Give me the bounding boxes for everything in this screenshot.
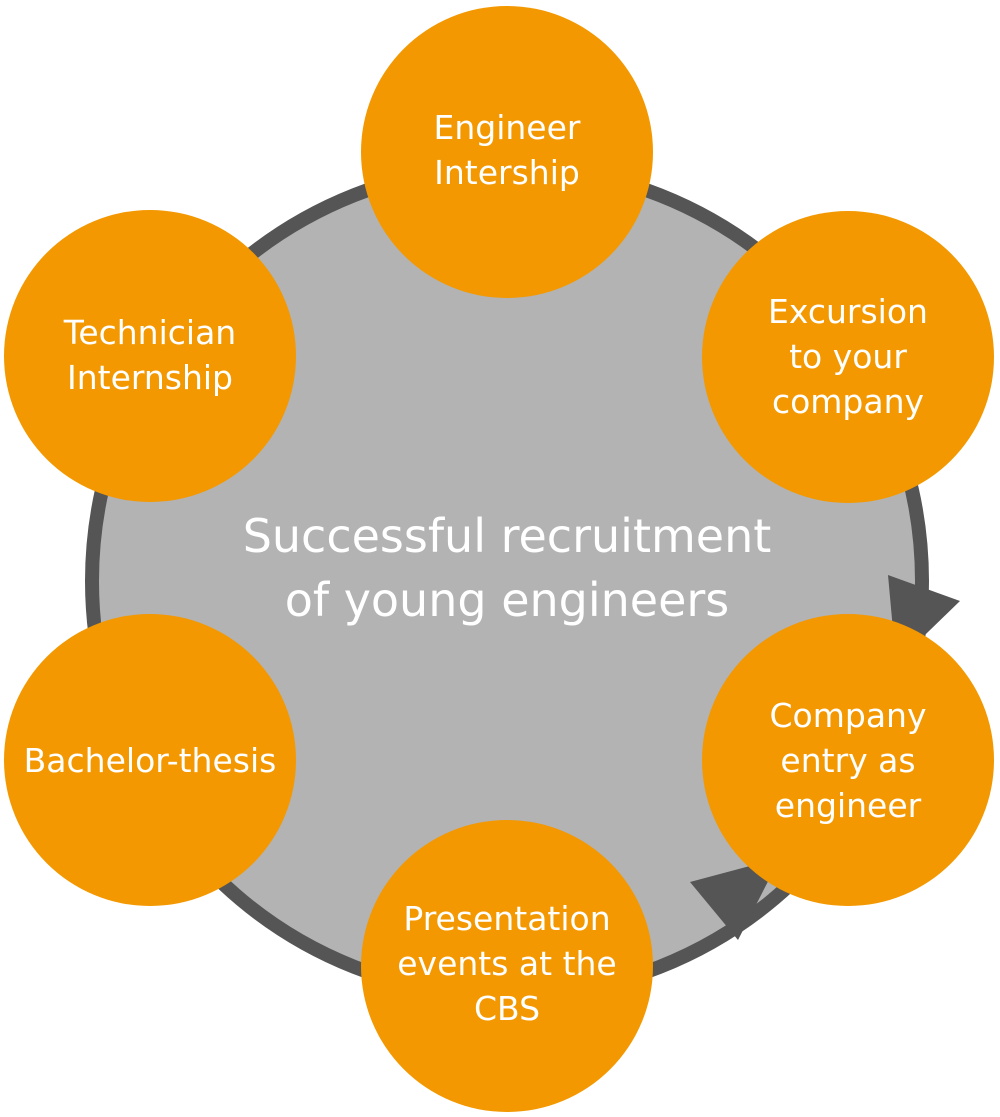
node-label: Technician [63, 313, 236, 352]
node-label: engineer [775, 786, 922, 825]
node-presentation-events: Presentation events at the CBS [361, 820, 653, 1112]
node-label: entry as [780, 741, 915, 780]
center-title-line-2: of young engineers [285, 573, 730, 627]
node-label: Company [770, 696, 927, 735]
node-label: Bachelor-thesis [24, 741, 277, 780]
node-excursion: Excursion to your company [702, 211, 994, 503]
node-label: to your [789, 337, 907, 376]
node-bubble [361, 820, 653, 1112]
node-bubble [361, 6, 653, 298]
node-engineer-internship: Engineer Intership [361, 6, 653, 298]
node-technician-internship: Technician Internship [4, 210, 296, 502]
cycle-arrowhead-bottom [690, 858, 780, 940]
node-label: Intership [434, 153, 580, 192]
node-bubble [4, 614, 296, 906]
node-bachelor-thesis: Bachelor-thesis [4, 614, 296, 906]
node-label: Excursion [768, 292, 928, 331]
node-label: events at the [397, 944, 616, 983]
node-label: Engineer [434, 108, 581, 147]
node-bubble [4, 210, 296, 502]
node-company-entry: Company entry as engineer [702, 614, 994, 906]
center-title-line-1: Successful recruitment [243, 509, 772, 563]
node-bubble [702, 211, 994, 503]
node-label: company [772, 382, 924, 421]
node-label: Internship [67, 358, 233, 397]
node-bubble [702, 614, 994, 906]
node-label: CBS [474, 989, 540, 1028]
node-label: Presentation [403, 899, 610, 938]
